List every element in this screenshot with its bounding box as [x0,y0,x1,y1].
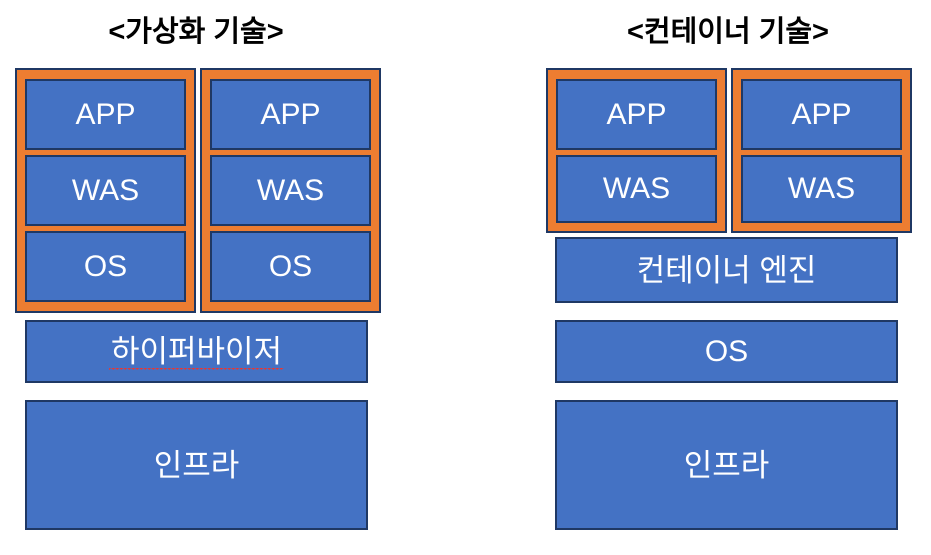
right-layer-container-engine: 컨테이너 엔진 [555,237,898,303]
left-column-title: <가상화 기술> [108,16,284,48]
left-layer-hypervisor: 하이퍼바이저 [25,320,368,383]
spellcheck-underline-icon [108,368,285,372]
container-1-layer-was: WAS [556,155,717,223]
right-layer-infra: 인프라 [555,400,898,530]
container-1-layer-app: APP [556,79,717,150]
left-layer-infra: 인프라 [25,400,368,530]
vm-1-layer-app: APP [25,79,186,150]
vm-1-layer-was: WAS [25,155,186,226]
container-2-layer-app: APP [741,79,902,150]
right-layer-os: OS [555,320,898,383]
container-2-layer-was: WAS [741,155,902,223]
vm-2-layer-was: WAS [210,155,371,226]
vm-1-layer-os: OS [25,231,186,302]
left-layer-hypervisor-label: 하이퍼바이저 [110,334,283,369]
vm-2-layer-os: OS [210,231,371,302]
right-column-title: <컨테이너 기술> [626,16,829,48]
vm-2-layer-app: APP [210,79,371,150]
